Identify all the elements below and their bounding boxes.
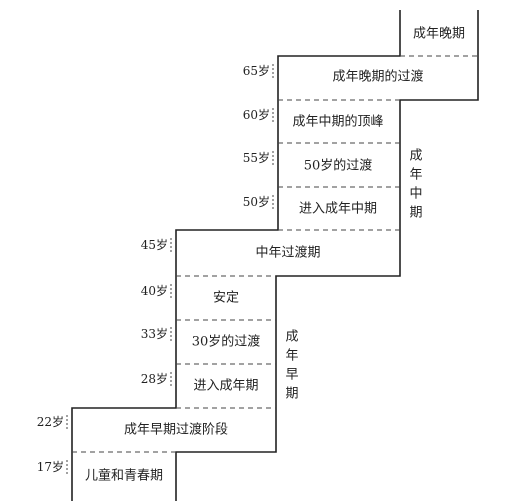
stage-label-middle-adult-culmination: 成年中期的顶峰: [292, 114, 384, 130]
stage-label-late-adult-transition: 成年晚期的过渡: [332, 69, 424, 85]
stage-label-entering-middle-adulthood: 进入成年中期: [298, 201, 378, 217]
stage-label-midlife-transition: 中年过渡期: [255, 245, 321, 261]
era-char: 成: [409, 148, 423, 164]
staircase-outline-left: [71, 10, 401, 501]
era-char: 中: [409, 186, 423, 201]
era-char: 年: [409, 167, 423, 183]
era-label-early-adulthood: 成 年 早 期: [284, 328, 300, 403]
era-char: 早: [285, 367, 299, 382]
age-label-33: 33岁: [140, 327, 168, 341]
age-label-55: 55岁: [242, 151, 270, 165]
age-label-65: 65岁: [242, 64, 270, 78]
stage-label-age-50-transition: 50岁的过渡: [303, 158, 373, 174]
age-label-40: 40岁: [140, 284, 168, 298]
age-label-28: 28岁: [140, 372, 168, 386]
era-label-middle-adulthood: 成 年 中 期: [408, 147, 424, 222]
age-label-45: 45岁: [140, 238, 168, 252]
stage-label-late-adulthood: 成年晚期: [412, 26, 466, 42]
age-label-50: 50岁: [242, 195, 270, 209]
stage-label-entering-adulthood: 进入成年期: [193, 378, 259, 394]
staircase-outline-right: [175, 10, 479, 501]
stage-label-settling-down: 安定: [212, 290, 240, 306]
stage-label-childhood-adolescence: 儿童和青春期: [84, 468, 164, 484]
era-char: 期: [409, 204, 423, 220]
era-char: 期: [285, 385, 299, 401]
stage-label-age-30-transition: 30岁的过渡: [191, 334, 261, 350]
age-label-22: 22岁: [36, 415, 64, 429]
era-char: 成: [285, 329, 299, 345]
era-char: 年: [285, 348, 299, 364]
age-label-60: 60岁: [242, 108, 270, 122]
stage-label-early-adult-transition: 成年早期过渡阶段: [123, 422, 229, 438]
age-label-17: 17岁: [36, 460, 64, 474]
